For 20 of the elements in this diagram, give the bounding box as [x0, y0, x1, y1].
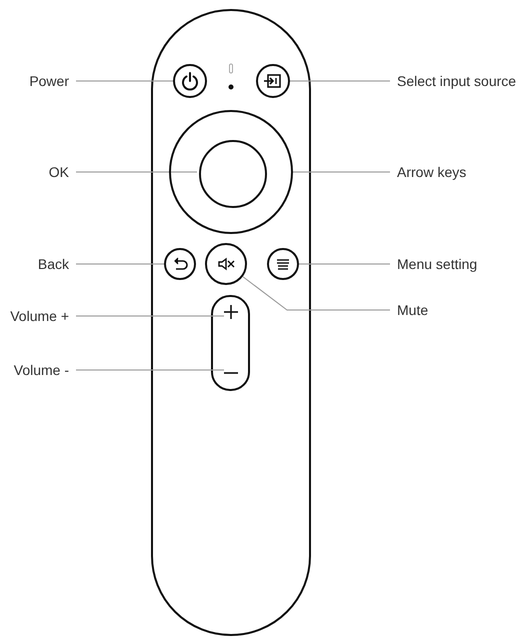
leader-line	[290, 80, 390, 82]
callout-label: Volume +	[0, 306, 76, 326]
leader-line	[242, 276, 390, 310]
callout-label: Back	[0, 254, 76, 274]
arrow-key-ring	[169, 110, 293, 234]
callout-label: Volume -	[0, 360, 76, 380]
callout-label: Menu setting	[390, 254, 522, 274]
callout-label: Power	[0, 71, 76, 91]
ok-button	[199, 140, 267, 208]
power-button	[173, 64, 207, 98]
menu-button	[267, 248, 299, 280]
callout-label: Mute	[390, 300, 522, 320]
callout-label: Select input source	[390, 71, 522, 91]
plus-icon	[224, 305, 238, 319]
callout-label: OK	[0, 162, 76, 182]
leader-line	[76, 80, 174, 82]
input-source-button	[256, 64, 290, 98]
mute-button	[205, 243, 247, 285]
back-button	[164, 248, 196, 280]
callout-label: Arrow keys	[390, 162, 522, 182]
